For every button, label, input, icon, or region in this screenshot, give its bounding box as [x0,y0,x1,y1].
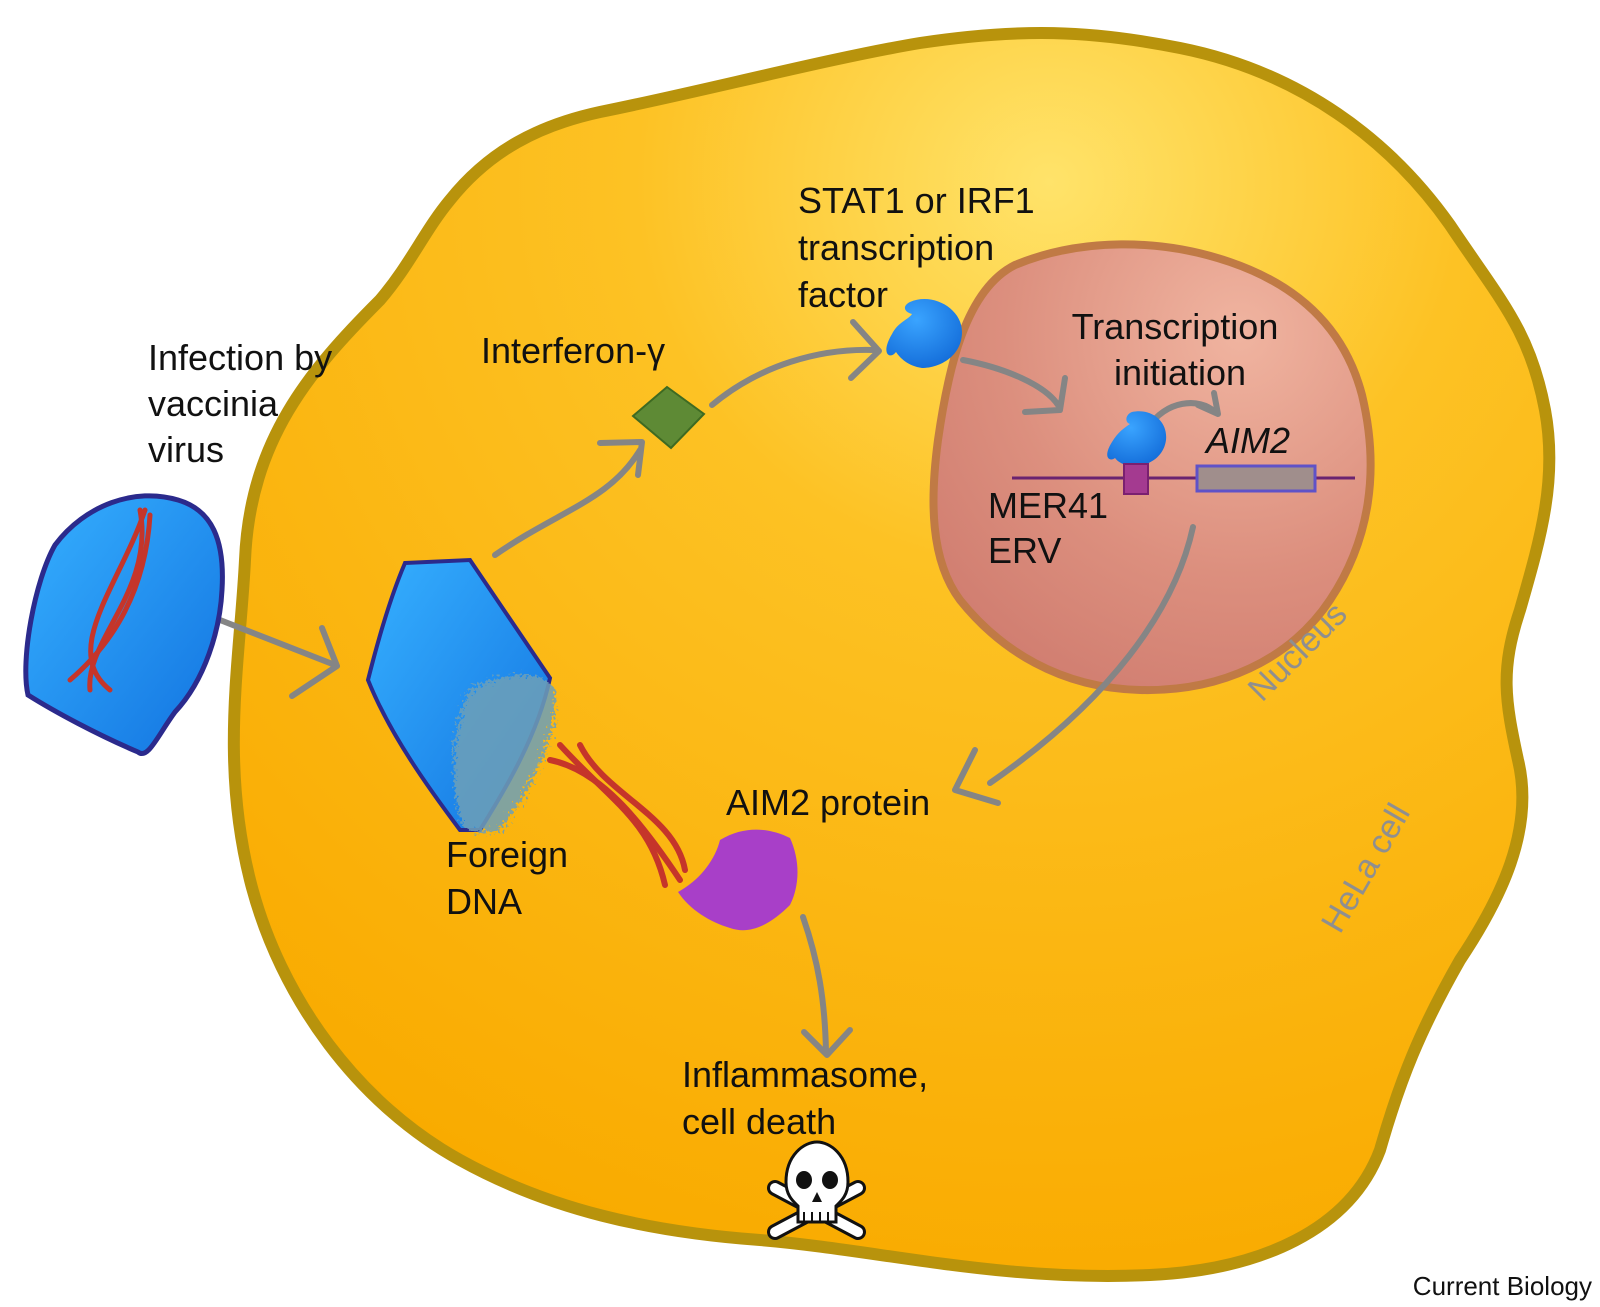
erv-line-2: ERV [988,530,1061,571]
outcome-line-1: Inflammasome, [682,1054,928,1095]
interferon-label: Interferon-γ [481,330,665,371]
aim2-protein-label: AIM2 protein [726,782,930,823]
interferon-icon [631,385,706,450]
dna-helix-icon [67,507,153,693]
arrow-protein-to-outcome-head [801,1027,853,1058]
arrow-virus-to-cell-head [289,625,340,699]
transcription-factor-label: STAT1 or IRF1 transcription factor [798,180,1045,315]
gene-locus [1012,463,1355,495]
transcription-initiation-label: Transcription initiation [1072,306,1289,393]
arrow-tf-to-nucleus [960,357,1061,408]
infection-line-1: Infection by [148,337,332,378]
arrow-tf-to-nucleus-head [1022,375,1068,415]
foreign-dna-label: Foreign DNA [446,834,578,922]
arrow-virus-to-cell [217,617,338,668]
tf-line-3: factor [798,274,888,315]
arrow-transcription-initiation-head [1195,390,1221,417]
erv-line-1: MER41 [988,485,1108,526]
uncoating-virus-icon [365,557,556,833]
mer41-erv-label: MER41 ERV [988,485,1118,571]
outcome-line-2: cell death [682,1101,836,1142]
foreign-line-1: Foreign [446,834,568,875]
tf-line-1: STAT1 or IRF1 [798,180,1035,221]
bound-transcription-factor-icon [1107,411,1167,466]
aim2-protein-icon [678,829,798,931]
journal-credit: Current Biology [1413,1271,1592,1301]
arrow-protein-to-outcome [800,914,829,1055]
infection-line-2: vaccinia [148,383,279,424]
arrow-interferon-to-tf-head [848,319,882,381]
foreign-dna-icon [547,742,688,888]
foreign-line-2: DNA [446,881,522,922]
infection-line-3: virus [148,429,224,470]
transcription-line-2: initiation [1114,352,1246,393]
aim2-gene-label: AIM2 [1204,420,1290,461]
arrow-gene-to-protein [987,524,1196,786]
arrow-virus-to-interferon-head [597,439,645,478]
arrow-virus-to-interferon [492,447,643,558]
skull-icon [767,1140,866,1240]
arrow-interferon-to-tf [709,346,878,408]
virus-icon [23,493,225,756]
outcome-label: Inflammasome, cell death [682,1054,938,1142]
transcription-factor-icon [886,298,962,368]
aim2-gene-box [1195,464,1317,493]
transcription-line-1: Transcription [1072,306,1279,347]
mer41-erv-element [1123,463,1149,495]
arrow-gene-to-protein-head [952,747,1001,806]
nucleus [929,240,1375,695]
infection-label: Infection by vaccinia virus [148,337,342,470]
tf-line-2: transcription [798,227,994,268]
